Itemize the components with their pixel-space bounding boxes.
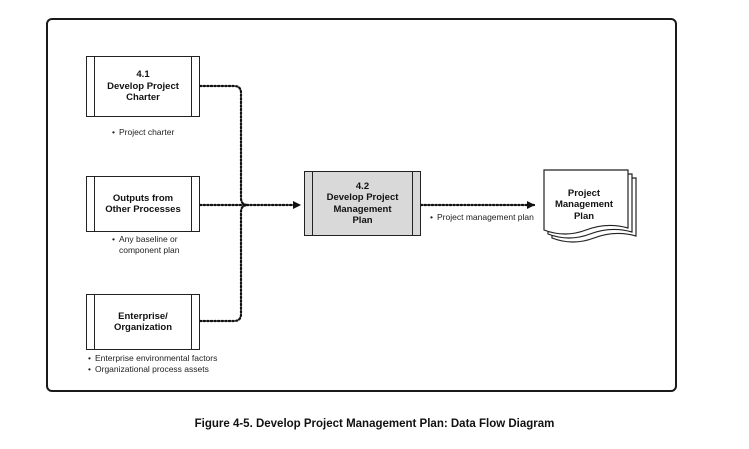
process-label-line: Other Processes — [105, 204, 181, 215]
process-label-line: Management — [333, 203, 392, 215]
process-label-line: Organization — [113, 322, 173, 333]
process-label-line: Enterprise/ — [118, 310, 168, 322]
bullet: • — [88, 363, 91, 374]
note-text: Enterprise environmental factors — [95, 353, 218, 363]
process-4-2-develop-project-management-plan: 4.2 Develop Project Management Plan — [304, 171, 421, 236]
note-enterprise-inputs: • Enterprise environmental factors • Organ… — [88, 353, 217, 374]
process-number: 4.1 — [136, 69, 150, 81]
process-label-line: Develop Project — [107, 80, 179, 92]
connector-enterprise — [198, 203, 250, 323]
note-text: Organizational process assets — [95, 363, 209, 374]
process-label-line: Outputs from — [112, 192, 174, 204]
note-text: Project management plan — [437, 212, 534, 222]
document-label-line: Plan — [573, 210, 595, 222]
note-text: component plan — [119, 244, 180, 255]
note-project-charter: • Project charter — [112, 127, 174, 138]
process-4-1-develop-project-charter: 4.1 Develop Project Charter — [86, 56, 200, 117]
note-text: Any baseline or — [119, 234, 178, 244]
process-label-line: Develop Project — [326, 192, 399, 203]
document-stack-icon — [543, 169, 637, 243]
process-outputs-from-other-processes: Outputs from Other Processes — [86, 176, 200, 232]
bullet: • — [112, 234, 115, 244]
bullet: • — [88, 353, 91, 363]
process-label-line: Plan — [352, 215, 373, 226]
bullet: • — [112, 127, 115, 137]
bullet: • — [430, 212, 433, 222]
process-number: 4.2 — [355, 180, 370, 192]
diagram-frame — [46, 18, 677, 392]
note-project-management-plan: • Project management plan — [430, 212, 534, 223]
figure-caption: Figure 4-5. Develop Project Management P… — [194, 418, 555, 430]
note-text: Project charter — [119, 127, 175, 137]
note-any-baseline: • Any baseline or component plan — [112, 234, 180, 255]
document-label-line: Project — [567, 187, 601, 199]
document-project-management-plan: Project Management Plan — [544, 176, 624, 234]
process-enterprise-organization: Enterprise/ Organization — [86, 294, 200, 350]
document-label-line: Management — [554, 199, 614, 211]
connector-charter — [198, 84, 250, 207]
process-label-line: Charter — [126, 92, 160, 104]
